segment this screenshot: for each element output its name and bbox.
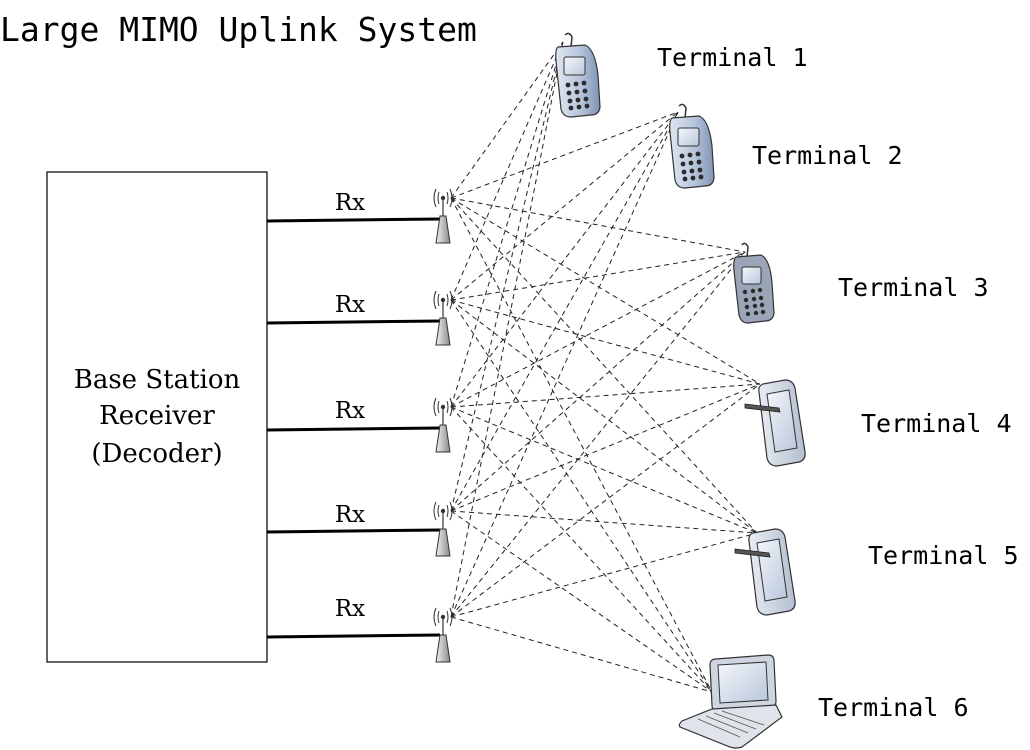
feed-line-3 <box>266 426 441 432</box>
channel-line-rx3-terminal2 <box>450 111 679 408</box>
antenna-icon <box>433 188 453 244</box>
feed-line-2 <box>266 319 441 325</box>
phone-icon <box>669 103 715 189</box>
channel-line-rx3-terminal3 <box>450 251 746 408</box>
rx-label-4: Rx <box>335 502 365 528</box>
base-station-label-line1: Base Station <box>74 365 241 395</box>
base-station-receiver: Base Station Receiver (Decoder) <box>46 171 268 663</box>
terminal-label-5: Terminal 5 <box>868 541 1019 570</box>
rx-label-1: Rx <box>335 190 365 216</box>
antenna-icon <box>433 290 453 346</box>
channel-line-rx3-terminal5 <box>450 406 758 534</box>
channel-line-rx4-terminal6 <box>450 510 713 693</box>
channel-line-rx2-terminal5 <box>450 299 758 534</box>
channel-line-rx3-terminal4 <box>450 383 761 408</box>
channel-line-rx4-terminal2 <box>450 111 679 512</box>
tablet-icon <box>744 379 806 467</box>
terminal-label-3: Terminal 3 <box>838 273 989 302</box>
channel-line-rx2-terminal2 <box>450 111 679 301</box>
feed-line-5 <box>266 633 441 639</box>
rx-label-3: Rx <box>335 398 365 424</box>
channel-line-rx1-terminal1 <box>450 41 564 199</box>
channel-line-rx2-terminal4 <box>450 299 761 385</box>
rx-label-5: Rx <box>335 596 365 622</box>
antenna-icon <box>433 501 453 557</box>
channel-line-rx5-terminal4 <box>450 383 761 618</box>
terminal-label-2: Terminal 2 <box>752 141 903 170</box>
terminal-label-4: Terminal 4 <box>861 409 1012 438</box>
channel-line-rx2-terminal6 <box>450 299 713 693</box>
channel-line-rx4-terminal5 <box>450 510 758 534</box>
channel-line-rx5-terminal1 <box>450 41 564 618</box>
antenna-icon <box>433 607 453 663</box>
tablet-icon <box>734 528 796 616</box>
channel-line-rx5-terminal6 <box>450 616 713 693</box>
diagram-title: Large MIMO Uplink System <box>0 10 477 49</box>
laptop-icon <box>678 654 783 749</box>
channel-line-rx5-terminal2 <box>450 111 679 618</box>
channel-line-rx1-terminal5 <box>450 197 758 534</box>
channel-line-rx3-terminal1 <box>450 41 564 408</box>
channel-line-rx4-terminal1 <box>450 41 564 512</box>
terminal-label-1: Terminal 1 <box>657 43 808 72</box>
channel-line-rx4-terminal4 <box>450 383 761 512</box>
antenna-icon <box>433 397 453 453</box>
phone-icon <box>733 242 775 324</box>
channel-line-rx1-terminal2 <box>450 111 679 199</box>
channel-line-rx2-terminal1 <box>450 41 564 301</box>
channel-line-rx4-terminal3 <box>450 251 746 512</box>
channel-line-rx5-terminal3 <box>450 251 746 618</box>
phone-icon <box>555 32 601 118</box>
channel-line-rx1-terminal3 <box>450 197 746 253</box>
channel-line-rx5-terminal5 <box>450 532 758 618</box>
channel-line-rx2-terminal3 <box>450 251 746 301</box>
base-station-label-line3: (Decoder) <box>91 439 222 469</box>
channel-line-rx1-terminal6 <box>450 197 713 693</box>
terminal-label-6: Terminal 6 <box>818 693 969 722</box>
channel-line-rx3-terminal6 <box>450 406 713 693</box>
channel-line-rx1-terminal4 <box>450 197 761 385</box>
feed-lines: Rx Rx Rx Rx Rx <box>266 190 441 639</box>
feed-line-1 <box>266 217 441 223</box>
feed-line-4 <box>266 528 441 534</box>
base-station-label-line2: Receiver <box>99 401 215 431</box>
uplink-channels <box>450 41 761 693</box>
rx-label-2: Rx <box>335 292 365 318</box>
